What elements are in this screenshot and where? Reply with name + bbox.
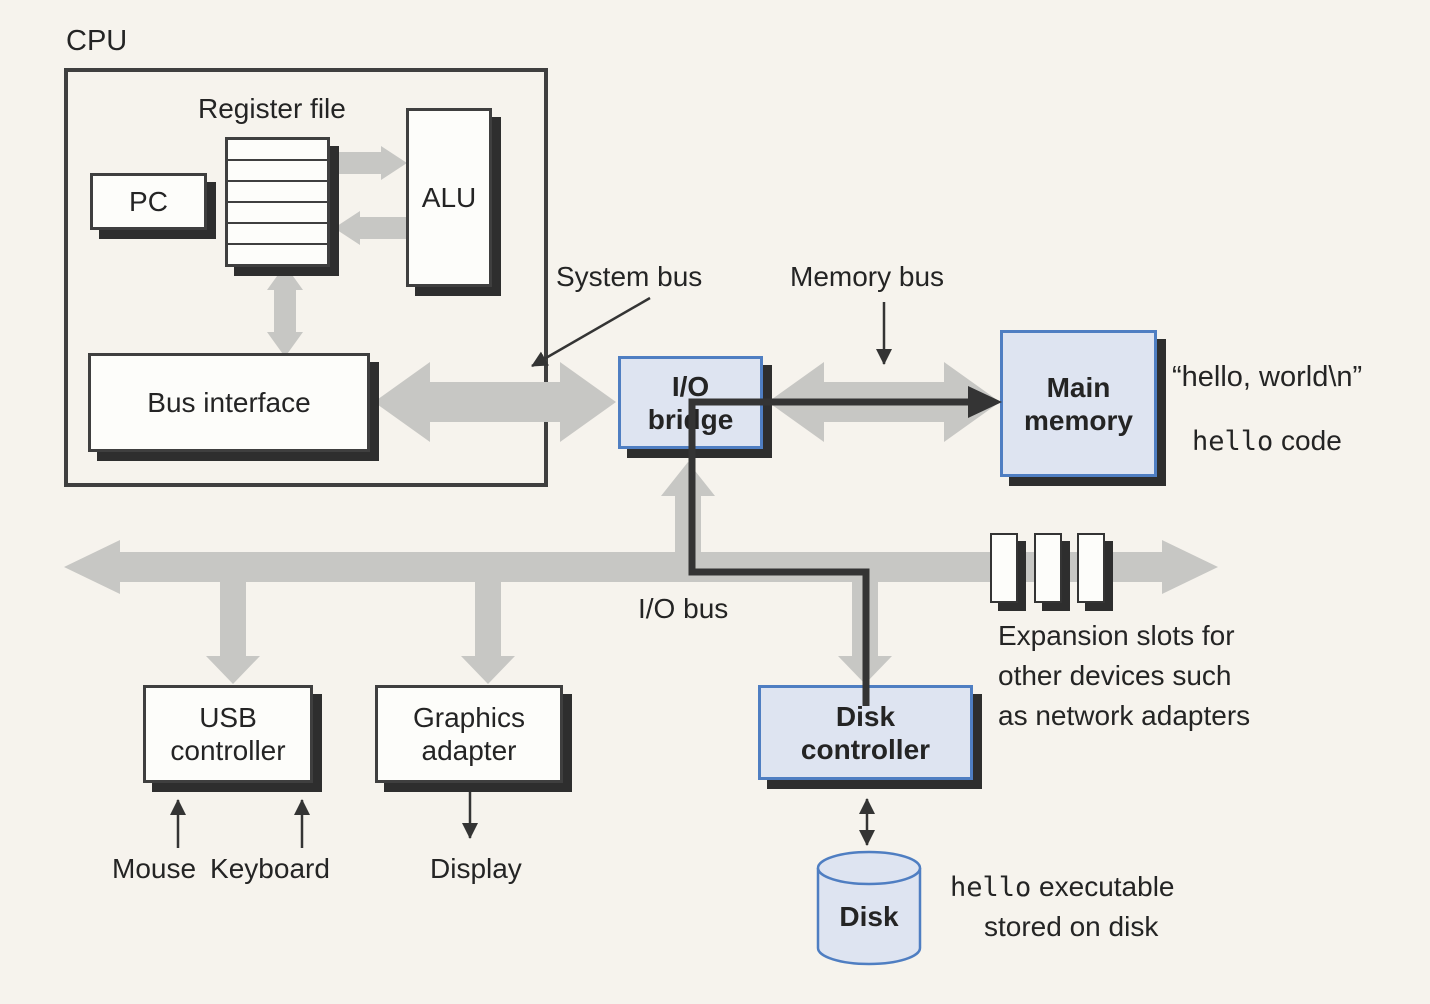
iobus-to-diskctrl-arrow-icon [838, 580, 892, 684]
register-file-box [225, 137, 330, 267]
regfile-to-alu-arrow-icon [335, 146, 407, 180]
cpu-boundary-box [64, 68, 548, 487]
main-memory-box: Main memory [1000, 330, 1157, 477]
disk-note-mono: hello [950, 872, 1032, 903]
register-row [228, 140, 327, 159]
expansion-line-3: as network adapters [998, 700, 1251, 731]
graphics-adapter-box: Graphics adapter [375, 685, 563, 783]
pc-label: PC [129, 186, 168, 217]
alu-box: ALU [406, 108, 492, 287]
system-bus-label: System bus [556, 261, 703, 292]
keyboard-label: Keyboard [210, 853, 330, 884]
disk-controller-label: Disk controller [800, 700, 931, 765]
expansion-slot [1034, 533, 1062, 603]
disk-note-rest: executable [1031, 871, 1175, 902]
memory-bus-arrow-icon [768, 362, 1000, 442]
display-label: Display [430, 853, 522, 884]
hello-code-rest: code [1273, 425, 1342, 456]
system-bus-pointer-arrow-icon [531, 296, 651, 368]
cpu-label: CPU [66, 25, 128, 57]
io-bridge-box: I/O bridge [618, 356, 763, 449]
register-row [228, 201, 327, 222]
expansion-slots-annotation: Expansion slots for other devices such a… [998, 616, 1318, 736]
graphics-adapter-label: Graphics adapter [412, 702, 526, 766]
hello-code-annotation: hello code [1192, 424, 1342, 459]
system-bus-arrow-icon [374, 362, 616, 442]
expansion-slot [990, 533, 1018, 603]
main-memory-label: Main memory [1024, 371, 1133, 436]
io-bridge-label: I/O bridge [647, 370, 734, 435]
alu-label: ALU [421, 182, 477, 213]
register-row [228, 180, 327, 201]
disk-cylinder-icon [816, 850, 922, 966]
hello-code-mono: hello [1192, 426, 1274, 457]
io-bus-arrow-icon [64, 540, 1218, 594]
expansion-line-2: other devices such [998, 660, 1232, 691]
bus-interface-box: Bus interface [88, 353, 370, 452]
register-row [228, 222, 327, 243]
memory-bus-label: Memory bus [790, 261, 945, 292]
hello-string-annotation: “hello, world\n” [1172, 361, 1363, 393]
usb-controller-box: USB controller [143, 685, 313, 783]
iobus-to-usb-arrow-icon [206, 580, 260, 684]
mouse-label: Mouse [112, 853, 197, 884]
usb-controller-label: USB controller [170, 702, 286, 766]
register-file-label: Register file [198, 93, 346, 124]
disk-note-line-2: stored on disk [984, 911, 1159, 942]
iobus-to-graphics-arrow-icon [461, 580, 515, 684]
disk-note-line-1: hello executable [950, 870, 1175, 905]
mouse-keyboard-labels: Mouse Keyboard [112, 852, 330, 886]
regfile-businterface-arrow-icon [267, 265, 303, 357]
register-row [228, 159, 327, 180]
pc-box: PC [90, 173, 207, 230]
io-bus-label: I/O bus [638, 593, 729, 624]
expansion-slot [1077, 533, 1105, 603]
expansion-line-1: Expansion slots for [998, 620, 1235, 651]
register-row [228, 243, 327, 264]
disk-label: Disk [839, 901, 899, 932]
bus-interface-label: Bus interface [147, 387, 311, 418]
alu-to-regfile-arrow-icon [334, 211, 406, 245]
disk-controller-box: Disk controller [758, 685, 973, 780]
